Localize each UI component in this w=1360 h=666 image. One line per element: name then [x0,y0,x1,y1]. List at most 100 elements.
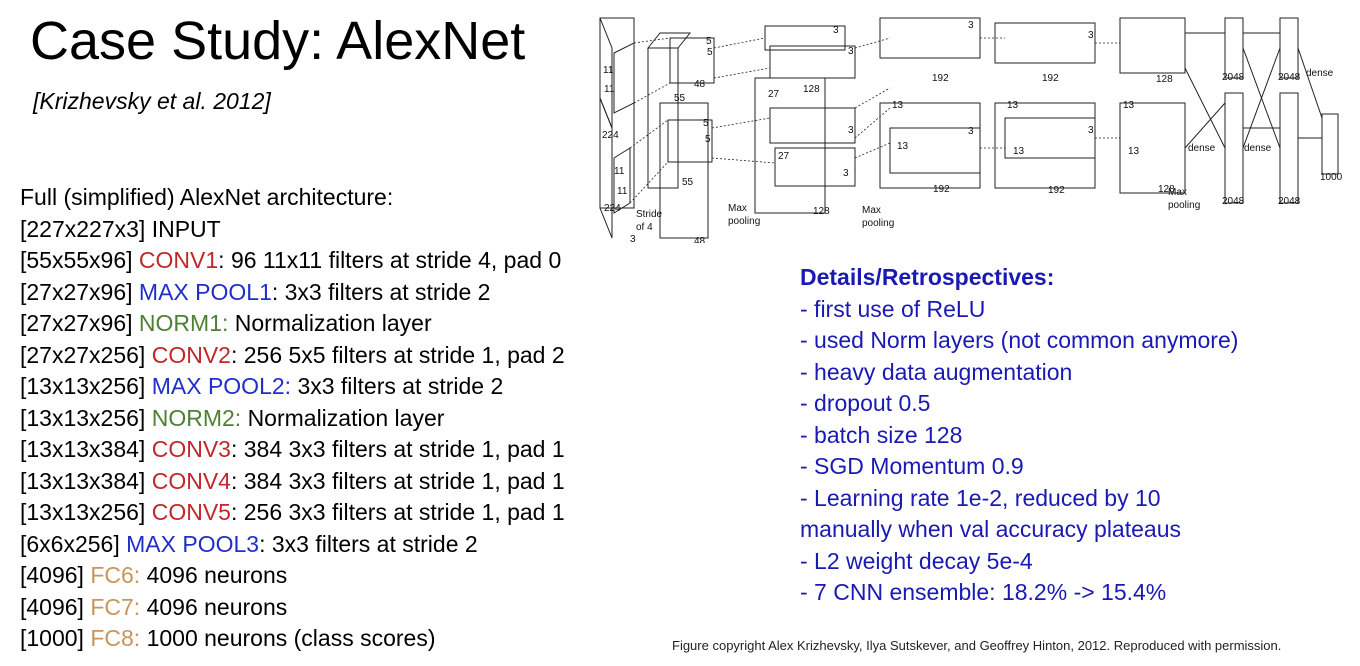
architecture-line: [13x13x384] CONV3: 384 3x3 filters at st… [20,434,565,466]
details-heading: Details/Retrospectives: [800,264,1055,290]
diagram-label: 192 [932,73,949,84]
conv2-block-top [754,77,826,214]
layer-shape: [27x27x96] [20,278,133,305]
diagram-label: 13 [1128,146,1140,157]
architecture-list: Full (simplified) AlexNet architecture: … [20,182,565,655]
layer-name: FC6: [90,562,141,588]
layer-description: : 256 5x5 filters at stride 1, pad 2 [230,341,565,368]
connection-line [1184,102,1226,149]
detail-item: - heavy data augmentation [800,358,1073,385]
layer-description: : 3x3 filters at stride 2 [271,278,491,305]
connection-line [1297,47,1323,119]
diagram-label: 3 [1088,125,1094,136]
conv2-slice-d [774,147,856,187]
diagram-label: pooling [862,218,894,229]
detail-item: - used Norm layers (not common anymore) [800,327,1239,353]
conv2-slice-c [769,107,856,144]
layer-shape: [55x55x96] [20,247,133,273]
diagram-label: dense [1244,143,1272,154]
diagram-label: 48 [694,236,706,243]
diagram-label: 5 [705,134,711,145]
layer-description: INPUT [151,215,221,242]
diagram-label: 3 [968,126,974,137]
connection-line [1242,47,1281,149]
diagram-label: 3 [848,125,854,136]
input-volume [599,97,613,239]
diagram-label: pooling [1168,200,1200,211]
conv4-block-top [994,22,1096,64]
diagram-label: 11 [614,166,625,177]
layer-name: FC7: [90,593,141,620]
diagram-label: 13 [1013,146,1025,157]
diagram-label: 5 [707,47,713,58]
diagram-label: 11 [617,186,628,197]
layer-description: 3x3 filters at stride 2 [297,373,504,399]
diagram-label: 27 [778,151,790,162]
conv1-block-bottom [659,102,709,239]
conv3-slice [889,127,981,174]
dense-b-top [1279,17,1299,79]
dense-b-bottom [1279,92,1299,204]
diagram-label: 2048 [1222,196,1245,207]
slide-title: Case Study: AlexNet [30,11,526,71]
diagram-label: Max [728,203,747,214]
layer-description: Normalization layer [247,404,445,431]
diagram-label: 5 [706,36,712,47]
layer-description: : 3x3 filters at stride 2 [259,530,478,557]
layer-shape: [4096] [20,593,84,620]
projection-line [629,119,669,149]
citation: [Krizhevsky et al. 2012] [33,88,271,114]
detail-item: - 7 CNN ensemble: 18.2% -> 15.4% [800,579,1167,605]
architecture-line: [13x13x256] NORM2: Normalization layer [20,403,565,435]
detail-item: - SGD Momentum 0.9 [800,453,1024,479]
layer-shape: [13x13x256] [20,499,146,525]
layer-name: MAX POOL2: [151,373,292,399]
layer-shape: [227x227x3] [20,215,146,242]
diagram-label: 13 [1007,100,1019,111]
diagram-label: 55 [682,177,694,188]
projection-line [711,117,771,129]
layer-shape: [27x27x256] [20,341,146,368]
projection-line [629,161,669,204]
diagram-label: 192 [933,184,950,195]
diagram-label: 128 [813,206,830,217]
layer-shape: [13x13x384] [20,467,146,494]
detail-item: - L2 weight decay 5e-4 [800,547,1033,574]
conv3-block-bottom [879,102,981,189]
architecture-line: [27x27x96] NORM1: Normalization layer [20,308,565,340]
conv3-block-top [879,17,981,59]
layer-name: NORM1: [138,310,229,336]
alexnet-architecture-diagram: 224 224 3 11 11 11 11 Stride of 4 55 55 … [599,17,1343,243]
layer-shape: [13x13x256] [20,404,146,431]
figure-copyright: Figure copyright Alex Krizhevsky, Ilya S… [672,638,1282,653]
layer-description: : 256 3x3 filters at stride 1, pad 1 [230,499,565,525]
diagram-label: 2048 [1278,196,1301,207]
input-patch-top [613,42,635,114]
diagram-label: 1000 [1320,172,1343,183]
projection-line [711,157,776,164]
diagram-label: 11 [603,65,614,76]
layer-description: 4096 neurons [146,593,288,620]
layer-name: CONV5 [151,499,231,525]
layer-shape: [13x13x256] [20,373,146,399]
diagram-label: 128 [1158,184,1175,195]
architecture-line: [4096] FC6: 4096 neurons [20,560,565,592]
architecture-line: [27x27x96] MAX POOL1: 3x3 filters at str… [20,277,565,309]
diagram-label: 3 [833,25,839,36]
diagram-label: 192 [1042,73,1059,84]
layer-shape: [4096] [20,562,84,588]
details-list: Details/Retrospectives: - first use of R… [800,262,1238,609]
detail-item: manually when val accuracy plateaus [800,516,1181,542]
projection-line [854,87,891,109]
diagram-label: Max [862,205,881,216]
layer-description: 1000 neurons (class scores) [146,625,436,651]
diagram-label: 3 [1088,30,1094,41]
layer-name: FC8: [90,625,141,651]
layer-description: : 384 3x3 filters at stride 1, pad 1 [230,467,565,494]
architecture-line: [13x13x256] MAX POOL2: 3x3 filters at st… [20,371,565,403]
diagram-label: 192 [1048,185,1065,196]
conv4-block-bottom [994,102,1096,189]
layer-description: : 96 11x11 filters at stride 4, pad 0 [218,247,562,273]
diagram-label: 13 [1123,100,1135,111]
architecture-line: [13x13x384] CONV4: 384 3x3 filters at st… [20,466,565,498]
